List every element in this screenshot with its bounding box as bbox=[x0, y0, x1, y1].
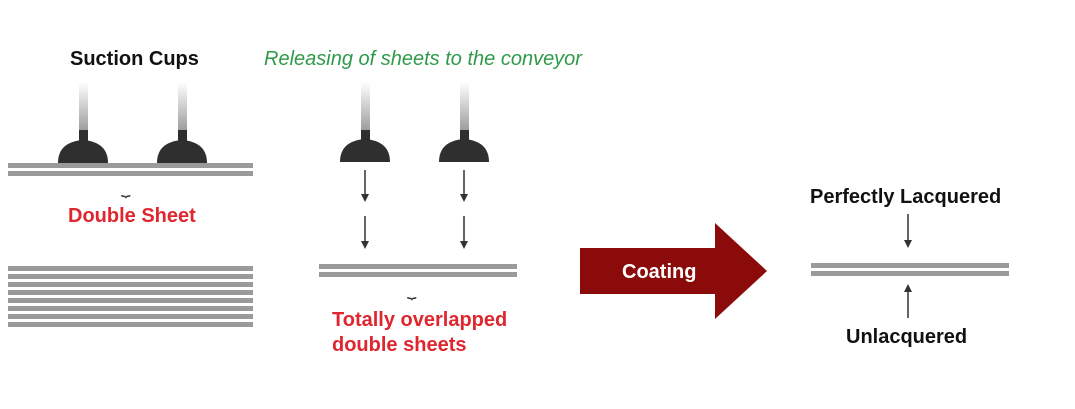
overlapped-brace: ⏟ bbox=[407, 280, 417, 299]
overlapped-sheets bbox=[319, 264, 517, 277]
lacquered-sheet bbox=[811, 263, 1009, 276]
double-sheet-brace: ⏟ bbox=[121, 178, 131, 197]
overlapped-label-line2: double sheets bbox=[332, 334, 467, 356]
suction-cups-label: Suction Cups bbox=[70, 48, 199, 70]
suction-cup-left-2 bbox=[157, 82, 207, 163]
releasing-caption: Releasing of sheets to the conveyor bbox=[264, 48, 582, 70]
release-arrows bbox=[361, 170, 468, 249]
double-sheet-lifted bbox=[8, 163, 253, 176]
suction-cup-release-1 bbox=[340, 82, 390, 162]
unlacquered-label: Unlacquered bbox=[846, 326, 968, 348]
double-sheet-label: Double Sheet bbox=[68, 205, 196, 227]
coating-arrow bbox=[580, 223, 767, 319]
sheet-stack bbox=[8, 266, 253, 327]
suction-cup-left-1 bbox=[58, 82, 108, 163]
overlapped-label-line1: Totally overlapped bbox=[332, 309, 508, 331]
coating-label: Coating bbox=[622, 261, 697, 283]
perfectly-lacquered-label: Perfectly Lacquered bbox=[810, 186, 1002, 208]
suction-cup-release-2 bbox=[439, 82, 489, 162]
